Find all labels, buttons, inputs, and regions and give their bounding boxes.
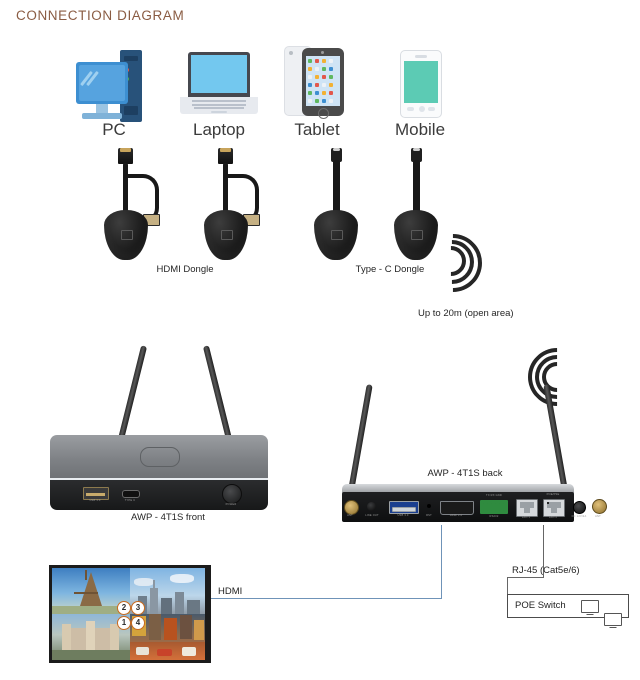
page-title: CONNECTION DIAGRAM [16, 8, 185, 23]
pc-label: PC [102, 120, 126, 139]
typec-dongle-1 [312, 148, 366, 260]
poe-switch-box[interactable]: POE Switch [507, 594, 629, 626]
antenna-connector-left [344, 500, 359, 515]
monitor-icon [604, 613, 622, 626]
usb-c-plug-icon [411, 148, 422, 162]
usb-c-plug-icon [331, 148, 342, 162]
hdmi-connection-label: HDMI [218, 586, 243, 597]
hdmi-dongle-label: HDMI Dongle [156, 264, 214, 275]
back-port-label-ant-left: ANT [347, 514, 353, 517]
back-rs232-terminal[interactable] [480, 500, 508, 514]
tablet-label: Tablet [294, 120, 340, 139]
dongle-body-icon [314, 210, 358, 260]
back-usb3-port[interactable] [389, 501, 419, 514]
source-device-tablet: Tablet [282, 44, 360, 140]
back-port-label-lan2: LAN 2 [548, 516, 558, 519]
display-badge-4: 4 [131, 616, 145, 630]
receiver-front-chassis [50, 435, 268, 480]
back-panel-mark-poe: POE/PSE [546, 493, 560, 496]
brand-logo-icon [140, 447, 180, 467]
back-port-label-rst: RST [426, 514, 432, 517]
display-badge-3: 3 [131, 601, 145, 615]
dc-power-jack[interactable] [573, 501, 586, 514]
source-device-mobile: Mobile [386, 44, 454, 140]
display-badge-1: 1 [117, 616, 131, 630]
receiver-back-panel: ANT LINE OUT USB 3.0 RST HDMI 2.0 TX RX … [342, 492, 574, 522]
back-port-label-dc: DC 12V/2A [571, 515, 587, 518]
display-quadrant-eiffel-tower [52, 568, 130, 614]
source-device-laptop: Laptop [178, 48, 266, 140]
rj45-connection-label: RJ-45 (Cat5e/6) [512, 565, 580, 576]
hdmi-dongle-2 [200, 148, 270, 260]
mobile-body-icon [400, 50, 442, 118]
front-usb-c-port[interactable] [122, 490, 140, 498]
wifi-signal-icon-top [411, 221, 520, 310]
rj45-cable-line-horizontal [507, 577, 544, 579]
receiver-back-label: AWP - 4T1S back [427, 468, 503, 479]
pc-monitor-icon [76, 62, 128, 104]
hdmi-dongle-1 [100, 148, 170, 260]
tablet-front-icon [302, 48, 344, 119]
dongle-body-icon [394, 210, 438, 260]
quad-view-display: 2 3 1 4 [49, 565, 211, 663]
receiver-front: USB 3.0 TYPE C POWER [45, 335, 280, 510]
monitor-icon [581, 600, 599, 613]
receiver-front-label: AWP - 4T1S front [131, 512, 205, 523]
front-power-label: POWER [225, 503, 237, 506]
mobile-label: Mobile [394, 120, 446, 139]
front-typec-label: TYPE C [124, 499, 136, 502]
back-panel-mark-rs232-pins: TX RX GND [486, 494, 502, 497]
back-port-label-rs232: RS232 [489, 515, 499, 518]
back-lan1-port[interactable] [516, 499, 538, 517]
antenna-left-icon [117, 345, 148, 444]
antenna-left-icon [348, 384, 373, 492]
antenna-right-icon [543, 384, 568, 492]
laptop-screen-icon [188, 52, 250, 97]
poe-switch-label: POE Switch [515, 600, 566, 611]
hdmi-cable-line-horizontal [210, 598, 442, 600]
dongle-body-icon [204, 210, 248, 260]
back-port-label-lan1: LAN 1 [521, 516, 531, 519]
hdmi-cable-line-vertical [441, 525, 443, 599]
laptop-keyboard-icon [180, 97, 258, 114]
back-port-label-hdmi: HDMI 2.0 [449, 514, 463, 517]
hdmi-plug-icon [118, 148, 133, 164]
antenna-right-icon [202, 345, 233, 444]
back-dc-power-jack[interactable] [547, 502, 549, 504]
back-hdmi-port[interactable] [440, 501, 474, 515]
wireless-range-label: Up to 20m (open area) [418, 308, 514, 319]
laptop-label: Laptop [193, 120, 245, 139]
back-port-label-ant-right: ANT [595, 515, 601, 518]
typec-dongle-2 [392, 148, 446, 260]
source-device-pc: PC [72, 48, 172, 140]
rj45-cable-line-vertical [543, 525, 545, 577]
front-usb-label: USB 3.0 [89, 499, 101, 502]
display-badge-2: 2 [117, 601, 131, 615]
front-usb-a-port[interactable] [83, 487, 109, 500]
receiver-front-panel: USB 3.0 TYPE C POWER [50, 480, 268, 510]
antenna-connector-right [592, 499, 607, 514]
receiver-back: ANT LINE OUT USB 3.0 RST HDMI 2.0 TX RX … [330, 375, 607, 530]
typec-dongle-label: Type - C Dongle [355, 264, 425, 275]
back-port-label-usb3: USB 3.0 [397, 514, 409, 517]
back-port-label-line-out: LINE OUT [365, 514, 379, 517]
audio-line-out-port[interactable] [367, 502, 376, 511]
dongle-body-icon [104, 210, 148, 260]
receiver-back-top-edge [342, 484, 574, 493]
hdmi-plug-icon [218, 148, 233, 164]
power-button[interactable] [222, 484, 242, 504]
reset-pinhole[interactable] [427, 504, 431, 508]
rj45-cable-line-down [507, 577, 509, 594]
